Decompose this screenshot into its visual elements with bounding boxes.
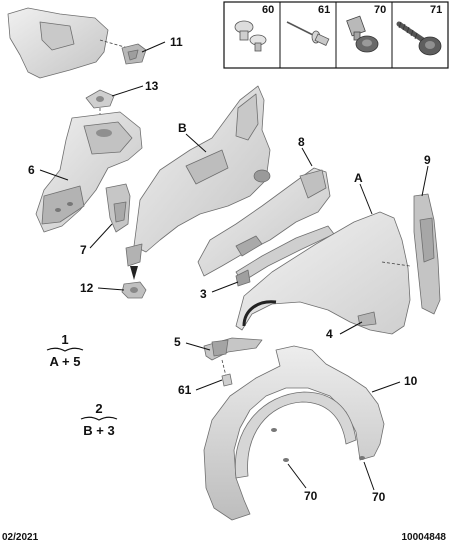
- part-6-strut-tower: [35, 111, 143, 233]
- group-2-brace: [80, 416, 118, 421]
- callout-70-left: 70: [304, 489, 318, 503]
- group-note-1: 1 A + 5: [46, 332, 84, 369]
- callout-4: 4: [326, 327, 333, 341]
- footer-reference: 10004848: [402, 532, 447, 543]
- part-A-front-fender: [235, 211, 411, 335]
- legend-number-70: 70: [374, 4, 386, 16]
- part-B-apron: [125, 85, 271, 280]
- callout-12: 12: [80, 281, 94, 295]
- part-61-rivet: [221, 373, 233, 387]
- rivet-icon: [286, 21, 330, 46]
- push-clip-icon: [234, 20, 267, 52]
- callout-9: 9: [424, 153, 431, 167]
- legend-number-60: 60: [262, 4, 274, 16]
- part-10-wheel-liner: [203, 345, 385, 521]
- legend-cell-60: 60: [234, 4, 274, 52]
- group-1-number: 1: [61, 332, 68, 347]
- callout-3: 3: [200, 287, 207, 301]
- part-5-bracket: [203, 337, 263, 377]
- group-2-number: 2: [95, 401, 102, 416]
- group-note-2: 2 B + 3: [80, 401, 118, 438]
- legend-cell-71: 71: [396, 4, 442, 56]
- footer-date: 02/2021: [2, 532, 39, 543]
- screw-icon: [396, 21, 442, 56]
- callout-13: 13: [145, 79, 159, 93]
- legend-cell-61: 61: [286, 4, 330, 46]
- callout-70-right: 70: [372, 490, 386, 504]
- upper-corner-panel: [7, 7, 129, 79]
- fastener-legend: 60 61 70 71: [223, 1, 449, 69]
- callout-A: A: [354, 171, 363, 185]
- part-13-cap: [85, 89, 115, 128]
- part-8-upper-rail: [197, 167, 331, 277]
- callout-7: 7: [80, 243, 87, 257]
- legend-cell-70: 70: [346, 4, 386, 53]
- bolt-icon: [346, 15, 379, 53]
- leader-lines: [39, 41, 429, 491]
- part-9-fender-bracket: [413, 193, 441, 315]
- part-11-bracket: [121, 43, 147, 65]
- callout-10: 10: [404, 374, 418, 388]
- legend-number-71: 71: [430, 4, 442, 16]
- group-2-formula: B + 3: [83, 423, 114, 438]
- callout-labels: 11 13 6 B 8 9 A 7 12 3 4 5 61 10 70 70: [28, 35, 431, 504]
- callout-61: 61: [178, 383, 192, 397]
- legend-number-61: 61: [318, 4, 330, 16]
- callout-5: 5: [174, 335, 181, 349]
- callout-11: 11: [170, 35, 183, 49]
- callout-8: 8: [298, 135, 305, 149]
- group-1-formula: A + 5: [50, 354, 81, 369]
- part-12-clip: [121, 281, 147, 299]
- callout-6: 6: [28, 163, 35, 177]
- group-1-brace: [46, 347, 84, 352]
- part-7-bracket: [105, 183, 131, 233]
- callout-B: B: [178, 121, 187, 135]
